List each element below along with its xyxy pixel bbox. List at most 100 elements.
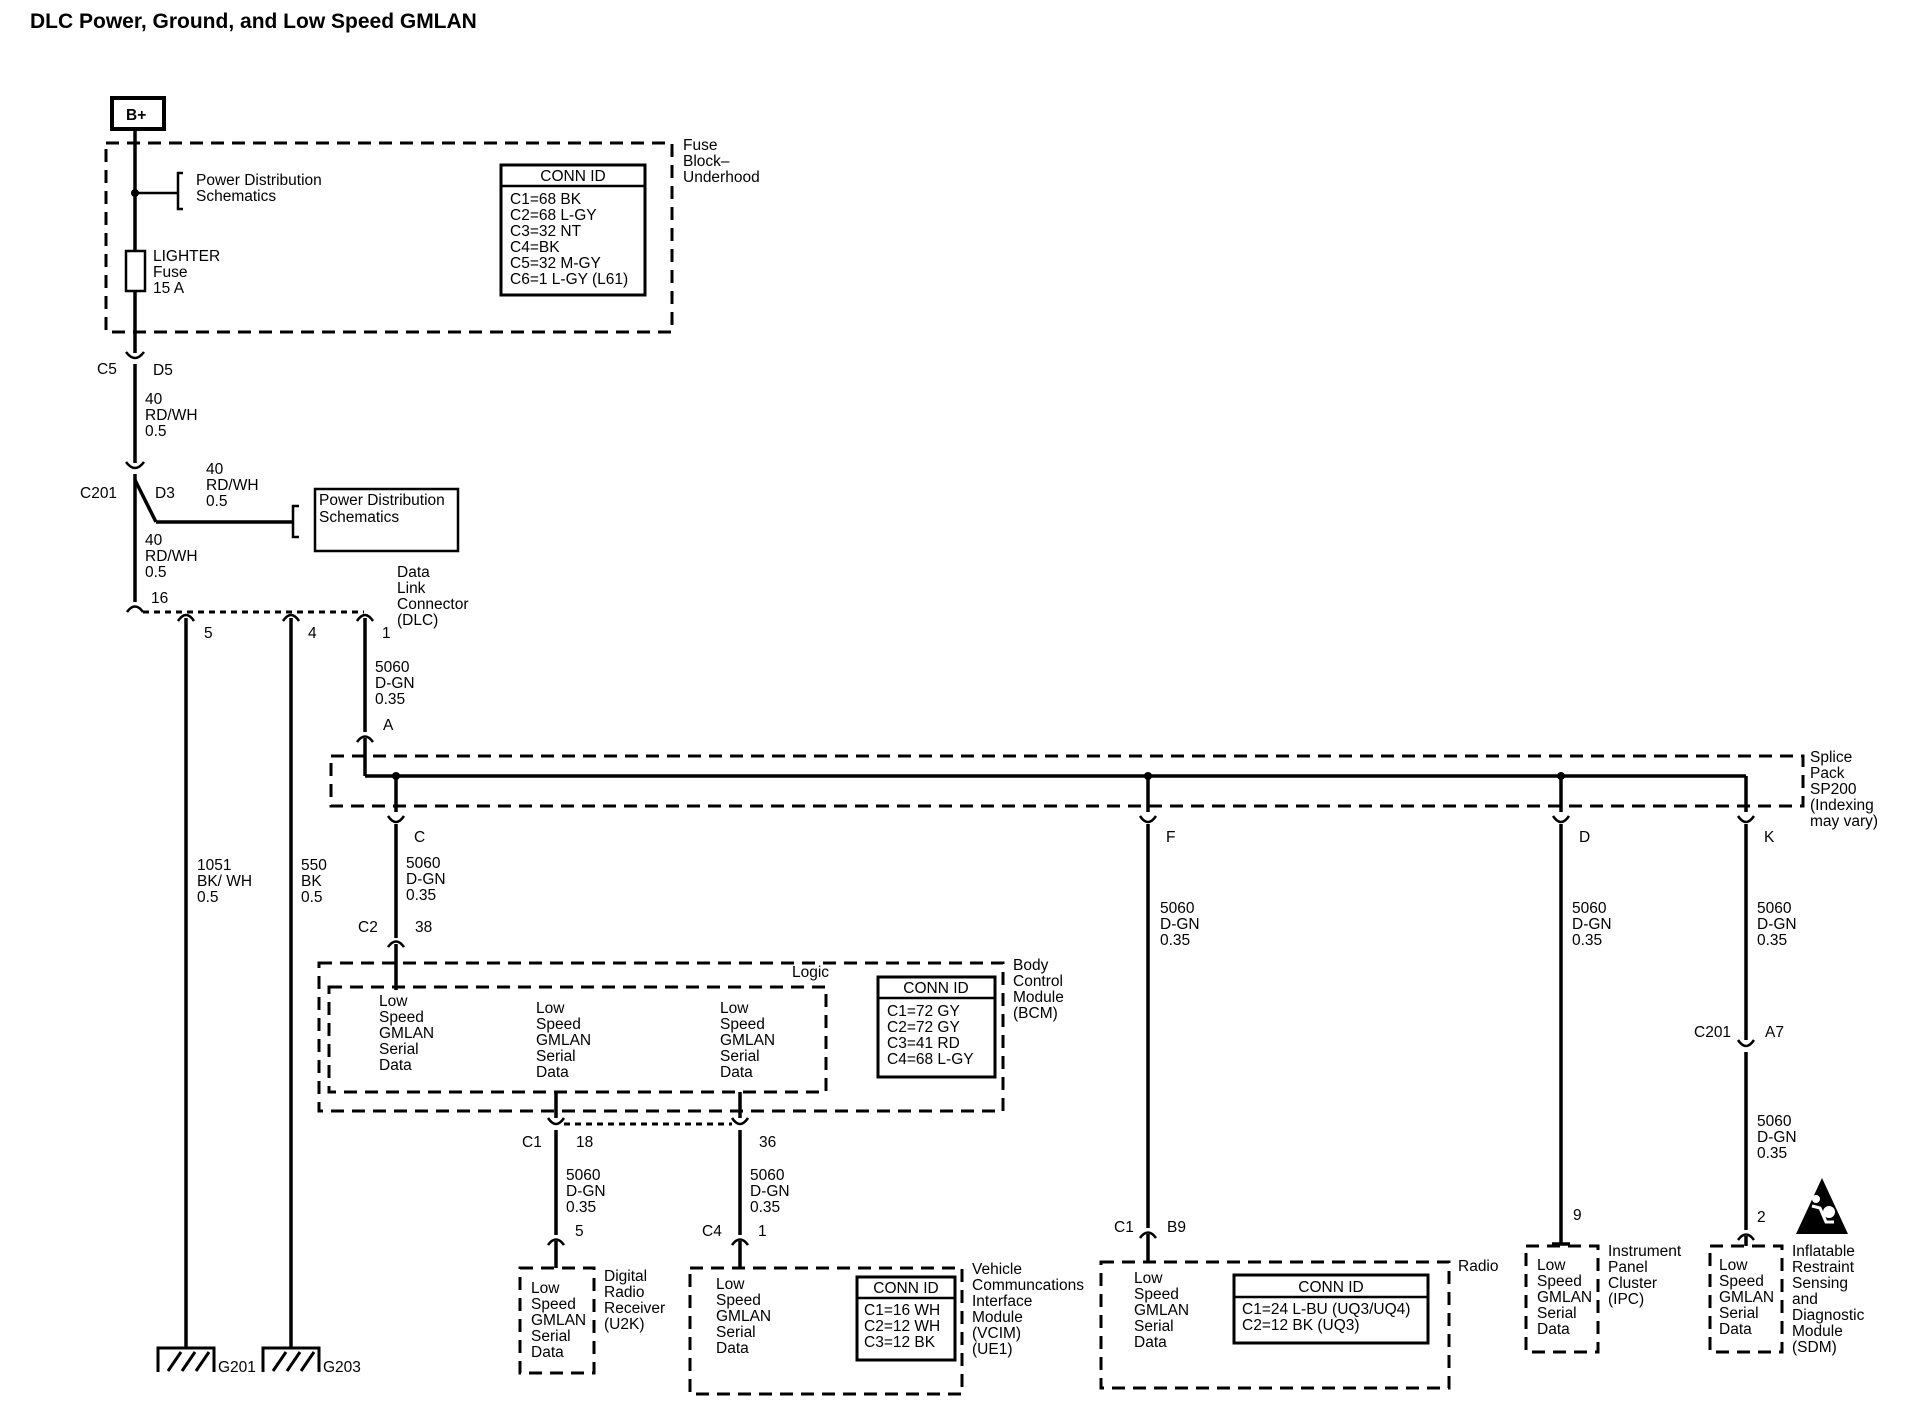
svg-text:(Indexing: (Indexing [1810,797,1874,814]
connector-c1-radio-label: C1 [1114,1219,1134,1236]
svg-text:C2=72 GY: C2=72 GY [887,1019,960,1036]
svg-text:Power Distribution: Power Distribution [196,172,322,189]
connector-c5-label: C5 [97,361,117,378]
svg-text:(UE1): (UE1) [972,1341,1012,1358]
svg-text:Module: Module [1792,1323,1843,1340]
svg-text:Serial: Serial [1537,1305,1577,1322]
svg-text:D-GN: D-GN [1757,916,1797,933]
svg-text:Low: Low [716,1276,745,1293]
dlc-to-splice-wire [355,618,375,776]
svg-text:C6=1 L-GY (L61): C6=1 L-GY (L61) [510,271,628,288]
sdm-label: Inflatable Restraint Sensing and Diagnos… [1792,1243,1865,1356]
svg-text:Low: Low [1134,1270,1163,1287]
svg-text:D-GN: D-GN [375,675,415,692]
svg-text:Receiver: Receiver [604,1300,665,1317]
svg-text:Serial: Serial [716,1324,756,1341]
svg-text:Speed: Speed [716,1292,761,1309]
svg-text:Speed: Speed [720,1016,765,1033]
svg-text:Low: Low [379,993,408,1010]
svg-text:Module: Module [1013,989,1064,1006]
wire-label-g201: 1051 BK/ WH 0.5 [197,857,252,906]
svg-text:GMLAN: GMLAN [1719,1289,1774,1306]
wire-label-to-sdm-a: 5060 D-GN 0.35 [1757,900,1797,949]
power-distribution-ref-box: Power Distribution Schematics [313,487,460,553]
airbag-warning-icon [1796,1178,1848,1234]
ipc-label: Instrument Panel Cluster (IPC) [1608,1243,1682,1308]
wire-label-g203: 550 BK 0.5 [301,857,327,906]
svg-text:C1=68 BK: C1=68 BK [510,191,582,208]
vcim-conn-id: CONN ID C1=16 WH C2=12 WH C3=12 BK [855,1275,957,1362]
svg-text:BK: BK [301,873,322,890]
svg-text:0.35: 0.35 [1757,1145,1787,1162]
pin-d3-label: D3 [155,485,175,502]
dlc-pin-1: 1 [382,625,391,642]
wire-label-to-sdm-b: 5060 D-GN 0.35 [1757,1113,1797,1162]
page-title: DLC Power, Ground, and Low Speed GMLAN [30,10,477,33]
svg-text:Instrument: Instrument [1608,1243,1682,1260]
svg-text:Communcations: Communcations [972,1277,1084,1294]
svg-text:Data: Data [1134,1334,1167,1351]
battery-b-plus: B+ [110,96,166,131]
ipc-pin-9: 9 [1573,1207,1582,1224]
u2k-pin-5: 5 [575,1223,584,1240]
wire-label-to-ipc: 5060 D-GN 0.35 [1572,900,1612,949]
svg-text:Vehicle: Vehicle [972,1261,1022,1278]
splice-pin-c: C [414,829,425,846]
svg-text:0.35: 0.35 [1757,932,1787,949]
connector-c1-bcm-label: C1 [522,1134,542,1151]
svg-text:D-GN: D-GN [1757,1129,1797,1146]
svg-text:Serial: Serial [720,1048,760,1065]
svg-text:Splice: Splice [1810,749,1852,766]
svg-text:CONN ID: CONN ID [903,980,968,997]
svg-text:Fuse: Fuse [153,264,187,281]
wire-label-dlc-out: 5060 D-GN 0.35 [375,659,415,708]
svg-text:Speed: Speed [379,1009,424,1026]
svg-text:and: and [1792,1291,1818,1308]
svg-text:D-GN: D-GN [566,1183,606,1200]
svg-text:40: 40 [145,532,163,549]
svg-text:Serial: Serial [531,1328,571,1345]
svg-text:5060: 5060 [1160,900,1195,917]
svg-text:CONN ID: CONN ID [1298,1279,1363,1296]
svg-text:C2=12 BK (UQ3): C2=12 BK (UQ3) [1242,1317,1360,1334]
fuse-block-label: Fuse Block– Underhood [683,137,760,186]
svg-text:D-GN: D-GN [1572,916,1612,933]
svg-text:(BCM): (BCM) [1013,1005,1058,1022]
svg-text:0.5: 0.5 [145,423,167,440]
svg-text:GMLAN: GMLAN [716,1308,771,1325]
pin-d5-label: D5 [153,362,173,379]
splice-pin-a: A [383,717,394,734]
u2k-label: Digital Radio Receiver (U2K) [604,1268,665,1333]
svg-text:0.35: 0.35 [566,1199,596,1216]
svg-text:Schematics: Schematics [196,188,276,205]
wire-label-fuse-out: 40 RD/WH 0.5 [145,391,198,440]
svg-text:Cluster: Cluster [1608,1275,1657,1292]
svg-text:0.35: 0.35 [375,691,405,708]
svg-text:Data: Data [536,1064,569,1081]
svg-text:Serial: Serial [536,1048,576,1065]
fuse-block-underhood: Fuse Block– Underhood Power Distribution… [104,137,760,334]
svg-text:0.35: 0.35 [750,1199,780,1216]
svg-text:Speed: Speed [1719,1273,1764,1290]
svg-text:Restraint: Restraint [1792,1259,1855,1276]
svg-text:Fuse: Fuse [683,137,717,154]
svg-text:C1=72 GY: C1=72 GY [887,1003,960,1020]
svg-text:CONN ID: CONN ID [873,1280,938,1297]
connector-c2-label: C2 [358,919,378,936]
svg-text:5060: 5060 [406,855,441,872]
ground-symbol-g201 [156,1346,216,1372]
svg-text:Body: Body [1013,957,1049,974]
svg-text:may vary): may vary) [1810,813,1878,830]
splice-pack-sp200 [329,754,1805,824]
svg-text:Data: Data [1719,1321,1752,1338]
svg-text:40: 40 [145,391,163,408]
ground-g201-label: G201 [218,1359,256,1376]
svg-text:Low: Low [1719,1257,1748,1274]
svg-text:Data: Data [379,1057,412,1074]
svg-text:D-GN: D-GN [1160,916,1200,933]
svg-text:Low: Low [720,1000,749,1017]
svg-text:GMLAN: GMLAN [379,1025,434,1042]
svg-text:(U2K): (U2K) [604,1316,644,1333]
svg-text:Connector: Connector [397,596,469,613]
splice-pin-f: F [1166,829,1175,846]
